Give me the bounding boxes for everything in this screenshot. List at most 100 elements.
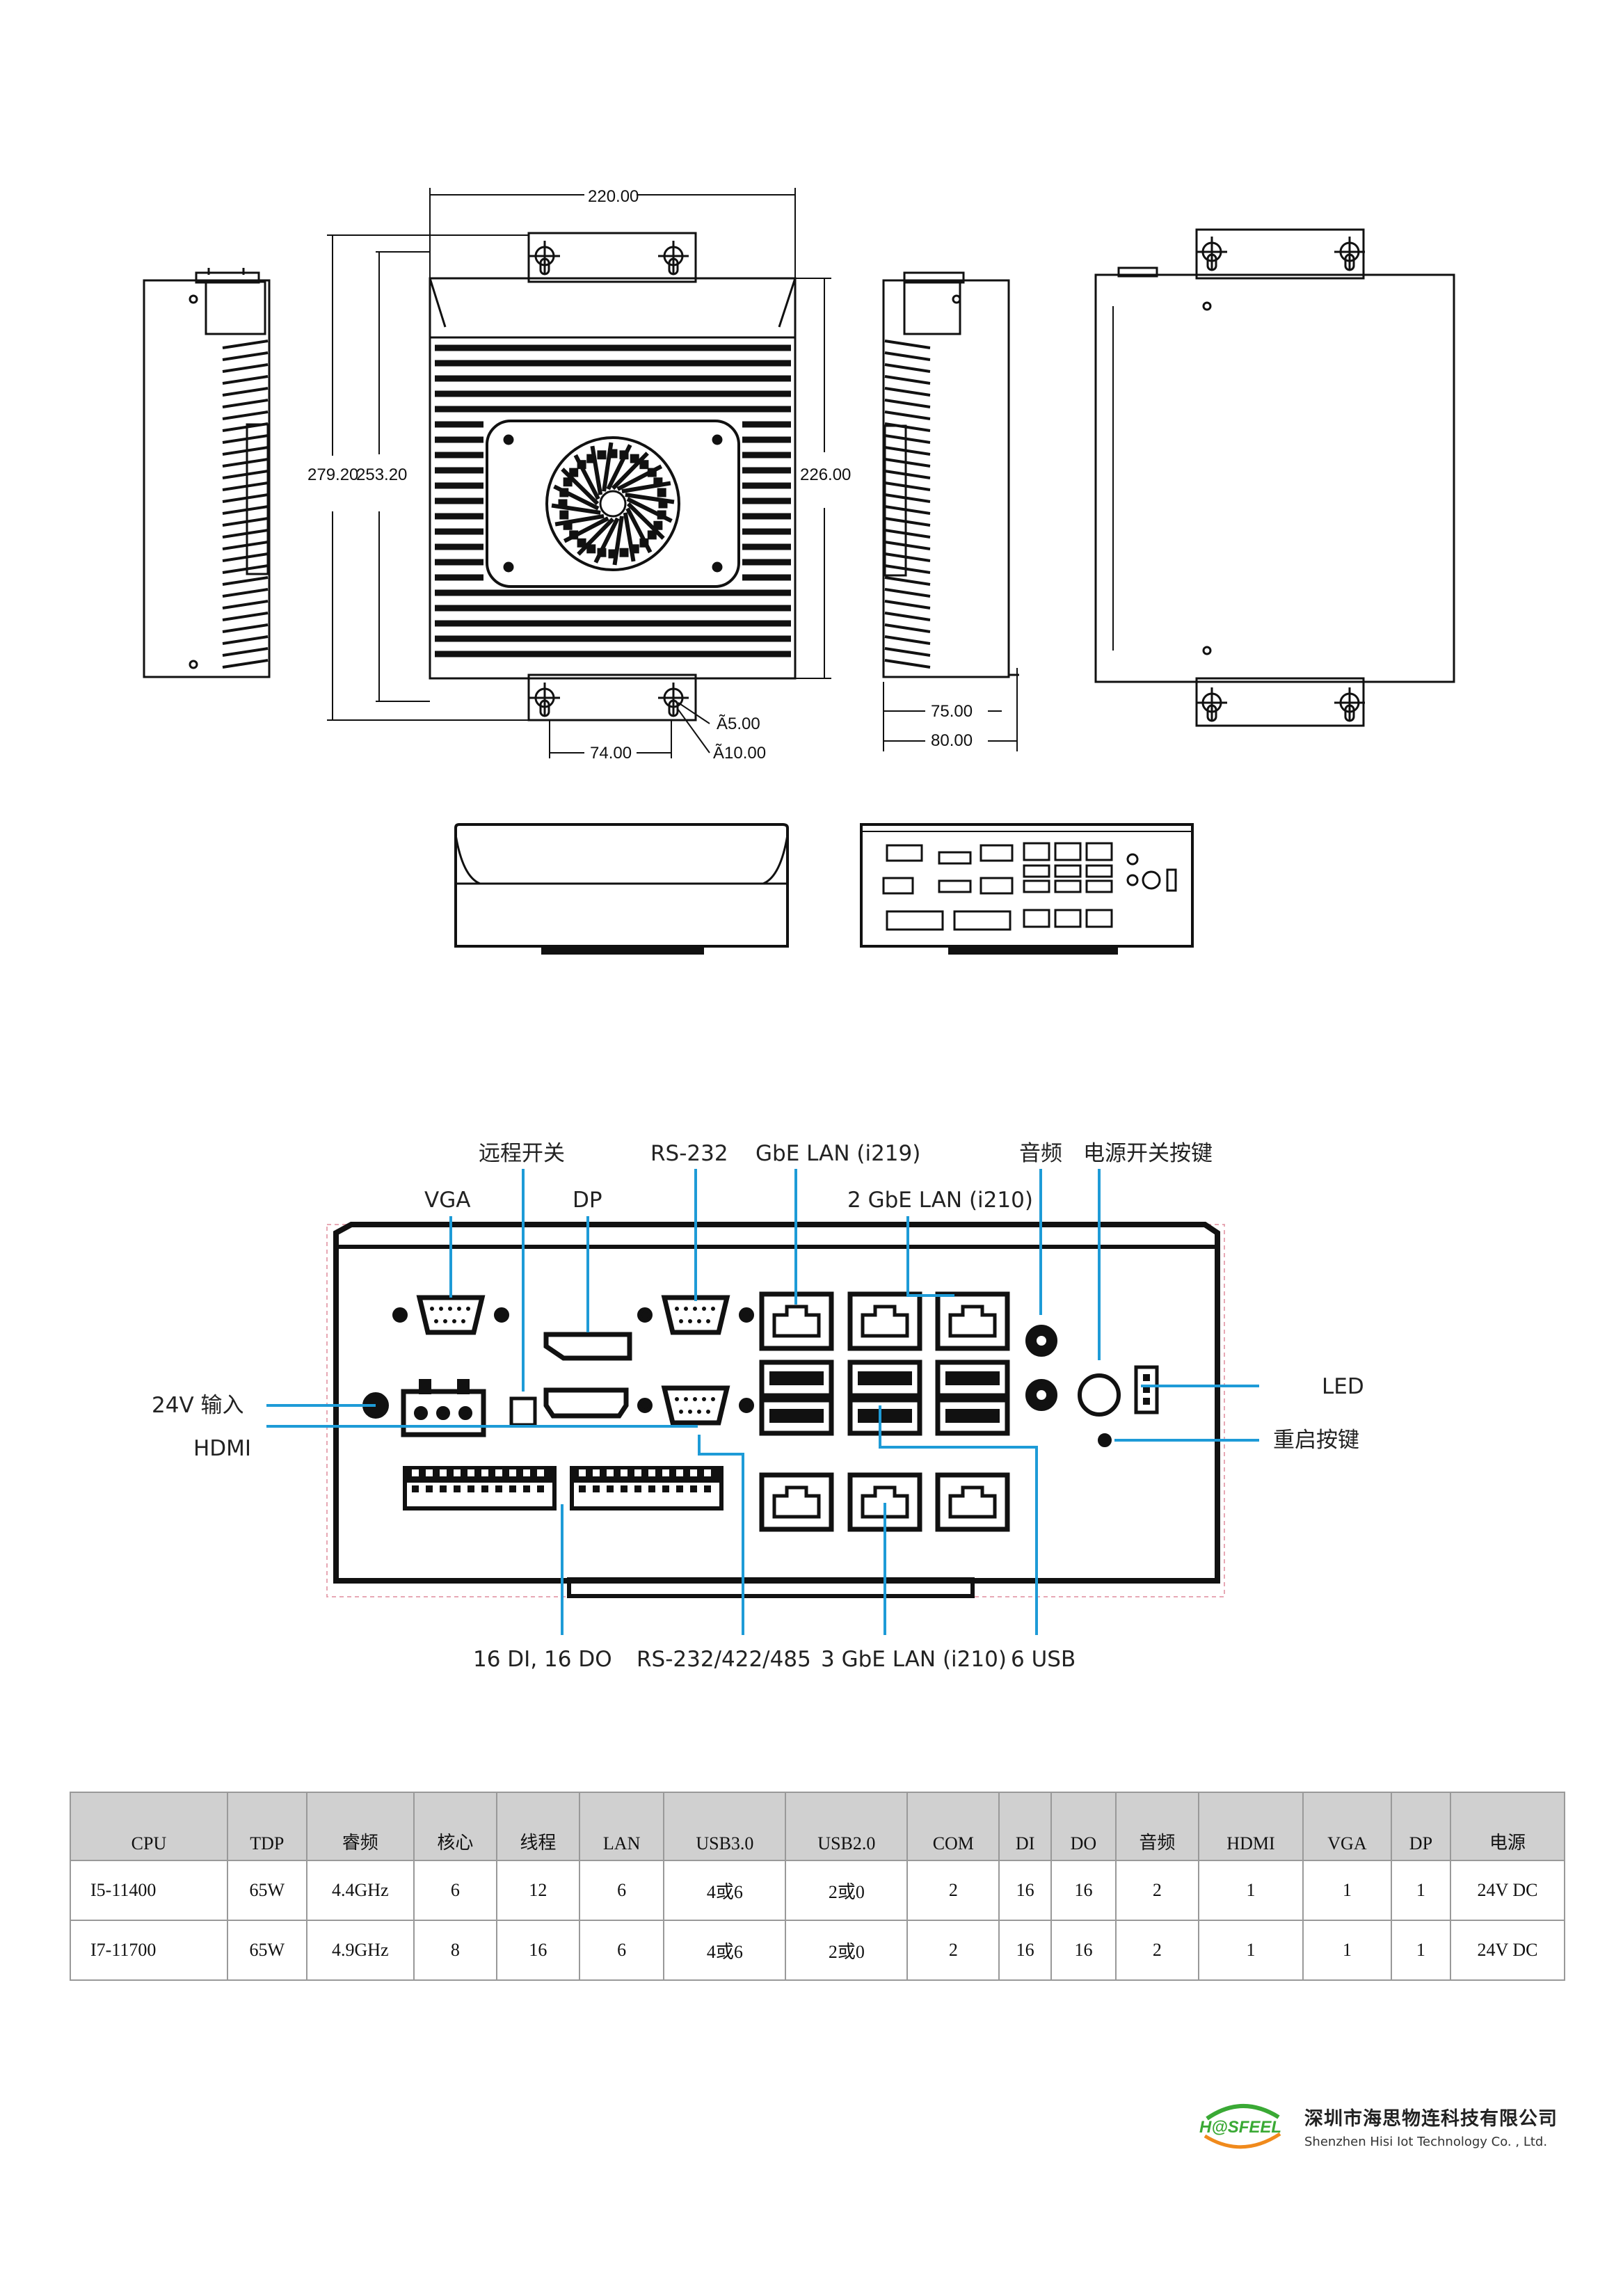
heatsink-fin (884, 493, 931, 503)
spec-cell: 4.9GHz (305, 1920, 415, 1981)
fan-grille-hole (630, 544, 639, 554)
heatsink-fin (222, 576, 269, 586)
small-power-port (882, 877, 914, 895)
fan-grille-hole (597, 450, 607, 460)
heatsink-fin (884, 541, 931, 550)
spec-cell: 2 (1114, 1860, 1199, 1921)
mount-hole-icon (1197, 687, 1227, 722)
spec-cell: 4或6 (663, 1860, 787, 1921)
company-name-cn: 深圳市海思物连科技有限公司 (1304, 2108, 1558, 2130)
heatsink-fin (222, 612, 269, 621)
label-2-gbe-lan: 2 GbE LAN (i210) (847, 1188, 1033, 1213)
label-reset-button: 重启按键 (1273, 1428, 1359, 1453)
small-lan-port (1054, 842, 1082, 861)
spec-cell: 4.4GHz (305, 1860, 415, 1921)
heatsink-fin (222, 458, 269, 468)
company-name-en: Shenzhen Hisi Iot Technology Co. , Ltd. (1304, 2135, 1548, 2149)
dim-width-label: 220.00 (588, 187, 639, 206)
lan-i210-port (759, 1472, 834, 1532)
small-usb-port (1054, 879, 1082, 893)
usb-port (935, 1397, 1010, 1436)
io-callout-diagram: 远程开关 RS-232 GbE LAN (i219) 音频 电源开关按键 VGA… (152, 1141, 1364, 1672)
usb-port (935, 1360, 1010, 1398)
label-gbe-lan-i219: GbE LAN (i219) (755, 1141, 920, 1166)
fan-grille-hole (647, 530, 657, 540)
mount-hole-icon (1334, 687, 1365, 722)
spec-cell: 2 (1114, 1920, 1199, 1981)
heatsink-fin (884, 458, 931, 468)
spec-cell: 2或0 (785, 1920, 909, 1981)
heatsink-fin (884, 363, 931, 373)
heatsink-fin (222, 564, 269, 574)
heatsink-fin (222, 434, 269, 444)
heatsink-fin (884, 387, 931, 397)
heatsink-fin (222, 481, 269, 491)
small-usb-port (1023, 864, 1050, 878)
fan-grille-hole (639, 460, 649, 470)
heatsink-fin (884, 399, 931, 408)
mount-hole-icon (658, 683, 689, 717)
spec-cell: 1 (1302, 1920, 1392, 1981)
spec-header-cell: VGA (1302, 1792, 1392, 1861)
lan-i210-port (935, 1291, 1010, 1351)
heatsink-fin (884, 351, 931, 361)
small-hdmi-port (938, 879, 972, 893)
heatsink-fin (884, 470, 931, 479)
spec-cell: 1 (1390, 1920, 1452, 1981)
fan-grille-hole (563, 520, 573, 530)
fan-grille-hole (639, 538, 649, 548)
spec-cell: 16 (495, 1920, 580, 1981)
label-hdmi: HDMI (193, 1436, 251, 1461)
heatsink-fin (222, 552, 269, 562)
spec-cell: 2或0 (785, 1860, 909, 1921)
dimension-drawing: 220.00 279.20 253.20 226.00 Ã5.00 Ã10.00… (143, 187, 1455, 955)
heatsink-fin (222, 635, 269, 645)
dim-hole-large: Ã10.00 (713, 744, 766, 763)
fan-grille-hole (586, 454, 596, 463)
fan-grille-hole (608, 549, 618, 559)
heatsink-fin (884, 505, 931, 515)
fan-grille-hole (558, 499, 568, 509)
heatsink-fin (884, 410, 931, 420)
heatsink-fin (222, 351, 269, 361)
dim-depth-inner: 75.00 (931, 702, 973, 721)
fan-grille-hole (577, 538, 586, 548)
spec-cell: 16 (1050, 1920, 1117, 1981)
fan-grille-hole (586, 544, 596, 554)
label-rs232: RS-232 (650, 1141, 728, 1166)
small-lan-port (1085, 909, 1113, 928)
dp-port (543, 1332, 632, 1361)
spec-cell: 65W (226, 1860, 307, 1921)
fan-grille-hole (619, 450, 629, 460)
spec-cell: 65W (226, 1920, 307, 1981)
heatsink-fin (884, 340, 931, 349)
fan-blade (611, 452, 649, 491)
dim-depth-outer: 80.00 (931, 731, 973, 750)
spec-header-cell: COM (906, 1792, 1000, 1861)
heatsink-fin (222, 529, 269, 539)
left-side-view (143, 268, 271, 678)
heatsink-fin (222, 541, 269, 550)
led-indicator (1134, 1365, 1159, 1414)
dim-hole-small: Ã5.00 (717, 715, 760, 733)
spec-header-cell: DP (1390, 1792, 1452, 1861)
spec-cell: 1 (1197, 1860, 1304, 1921)
small-usb-port (1054, 864, 1082, 878)
rs232-port (637, 1295, 754, 1335)
fan-grille-hole (569, 468, 579, 477)
spec-cell: 24V DC (1450, 1920, 1565, 1981)
small-usb-port (1023, 879, 1050, 893)
small-led-strip (1166, 868, 1177, 892)
spec-cell: 24V DC (1450, 1860, 1565, 1921)
small-dp-port (938, 851, 972, 865)
io-panel-small (860, 823, 1194, 955)
small-lan-port (1085, 842, 1113, 861)
spec-cell: 2 (906, 1920, 1000, 1981)
spec-header-cell: 睿频 (305, 1792, 415, 1861)
heatsink-fin (884, 375, 931, 385)
heatsink-fin (222, 623, 269, 633)
heatsink-fin (222, 600, 269, 609)
heatsink-fin (884, 446, 931, 456)
spec-cell: 6 (578, 1920, 665, 1981)
label-audio: 音频 (1019, 1141, 1062, 1166)
